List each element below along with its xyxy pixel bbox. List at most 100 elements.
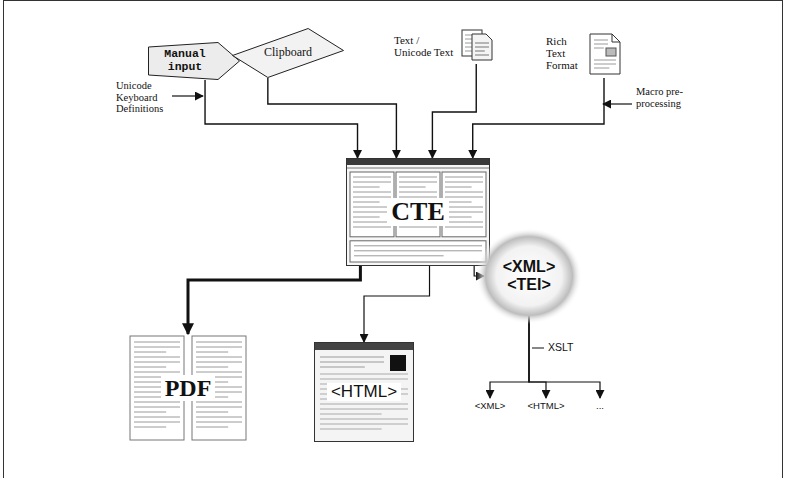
text-line: [134, 347, 180, 348]
text-line: [594, 40, 608, 41]
text-line: [196, 402, 242, 403]
xml-tei-ellipse: <XML> <TEI>: [484, 236, 574, 316]
logo-square: [390, 355, 406, 371]
glow: [476, 228, 582, 324]
text-line: [353, 192, 391, 193]
node-text: ...: [596, 401, 604, 411]
diamond-outline: [233, 29, 344, 78]
text-line: [445, 217, 472, 218]
text-line: [134, 362, 180, 363]
connector: [268, 78, 397, 158]
text-line: [445, 202, 472, 203]
text-line: [320, 429, 382, 430]
node-text: Clipboard: [264, 46, 312, 59]
text-line: [320, 404, 408, 405]
text-line: [594, 68, 609, 69]
text-line: [353, 222, 391, 223]
pdf-pages: PDF: [128, 334, 248, 442]
frame-line: [782, 0, 783, 478]
text-line: [354, 255, 444, 256]
text-line: [399, 187, 426, 188]
text-line: [445, 192, 483, 193]
text-line: [196, 362, 242, 363]
text-line: [353, 217, 380, 218]
leader-line: [532, 348, 544, 349]
text-line: [134, 352, 166, 353]
text-line: [353, 207, 391, 208]
node-text: Rich Text Format: [546, 35, 582, 71]
text-line: [320, 419, 408, 420]
text-line: [320, 379, 408, 380]
text-line: [475, 55, 489, 56]
node-text: Text / Unicode Text: [394, 34, 456, 58]
text-line: [320, 362, 384, 363]
text-line: [196, 352, 228, 353]
text-line: [196, 407, 242, 408]
text-line: [196, 427, 228, 428]
text-line: [594, 64, 616, 65]
node-text: <XML> <TEI>: [498, 258, 560, 293]
text-line: [196, 347, 242, 348]
text-line: [196, 412, 228, 413]
text-line: [353, 212, 391, 213]
html-screenshot: <HTML>: [314, 342, 414, 442]
output-format: <HTML>: [522, 398, 570, 414]
connector: [490, 316, 529, 398]
leader-line: [603, 103, 632, 104]
text-line: [196, 422, 242, 423]
text-line: [320, 414, 382, 415]
document-fold: [612, 34, 620, 42]
text-line: [354, 245, 482, 246]
frame-line: [3, 0, 4, 478]
output-format: <XML>: [470, 398, 510, 414]
cte-screenshot: CTE: [346, 158, 490, 266]
connector: [432, 64, 476, 158]
text-line: [320, 424, 408, 425]
text-line: [134, 412, 166, 413]
pane: [350, 241, 486, 262]
window-frame: [347, 159, 490, 266]
picture-mark: [606, 48, 616, 56]
frame-line: [3, 0, 783, 1]
text-line: [134, 427, 166, 428]
text-line: [445, 207, 483, 208]
text-line: [475, 51, 485, 52]
clipboard-diamond: Clipboard: [232, 28, 344, 78]
node-text: PDF: [161, 375, 216, 401]
text-line: [399, 177, 437, 178]
text-line: [134, 372, 180, 373]
title-bar: [315, 343, 413, 350]
node-text: <XML>: [475, 401, 506, 411]
text-line: [445, 212, 483, 213]
input-shape: Manual input: [148, 42, 240, 80]
text-line: [196, 367, 228, 368]
text-line: [134, 417, 180, 418]
connector: [364, 266, 430, 342]
text-line: [134, 422, 180, 423]
text-line: [445, 187, 472, 188]
text-line: [320, 409, 408, 410]
text-line: [196, 357, 242, 358]
text-line: [445, 177, 483, 178]
text-line: [353, 177, 391, 178]
text-line: [134, 367, 166, 368]
leader-line: [172, 95, 203, 96]
text-line: [399, 182, 437, 183]
text-line: [134, 342, 180, 343]
node-text: <HTML>: [528, 401, 565, 411]
node-text: Manual input: [157, 48, 213, 73]
text-line: [445, 182, 483, 183]
text-line: [196, 342, 242, 343]
text-line: [594, 60, 616, 61]
text-line: [594, 44, 608, 45]
text-line: [320, 374, 408, 375]
note-label: Macro pre-processing: [636, 86, 706, 109]
text-line: [594, 48, 604, 49]
text-line: [353, 227, 391, 228]
connector: [473, 78, 604, 158]
text-line: [399, 192, 437, 193]
text-line: [354, 250, 482, 251]
text-line: [353, 202, 380, 203]
text-line: [353, 197, 391, 198]
